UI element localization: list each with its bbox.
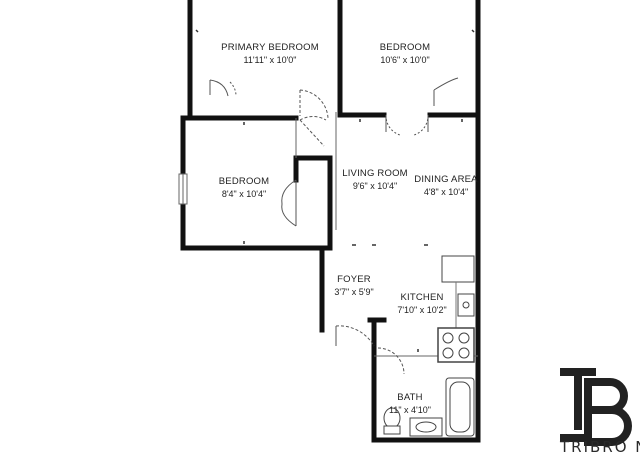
room-name: BATH xyxy=(397,392,423,403)
tribro-logo-icon xyxy=(560,368,632,446)
burner-3 xyxy=(442,347,454,359)
room-dimensions: 9'6" x 10'4" xyxy=(352,181,398,191)
room-label-bath: BATH 11" x 4'10" xyxy=(389,391,431,417)
room-label-bedroom-2: BEDROOM 10'6" x 10'0" xyxy=(380,41,431,67)
room-label-bedroom-3: BEDROOM 8'4" x 10'4" xyxy=(219,175,270,201)
door-bath xyxy=(377,347,405,375)
room-name: BEDROOM xyxy=(379,42,431,53)
door-bed3-closet xyxy=(281,179,297,227)
outlet-ticks xyxy=(195,29,475,352)
door-primary-closet-b xyxy=(229,81,237,97)
room-dimensions: 4'8" x 10'4" xyxy=(423,187,469,197)
door-hall xyxy=(299,116,327,147)
brand-name: TRIBRO NYC xyxy=(560,438,640,456)
walls xyxy=(180,0,481,443)
room-dimensions: 10'6" x 10'0" xyxy=(380,55,430,65)
toilet-tank xyxy=(383,425,401,435)
bathtub-basin xyxy=(449,381,471,433)
burner-2 xyxy=(458,332,470,344)
room-dimensions: 11" x 4'10" xyxy=(389,405,431,415)
door-entry xyxy=(335,325,375,347)
tick xyxy=(471,29,475,33)
room-name: BEDROOM xyxy=(218,176,270,187)
room-name: KITCHEN xyxy=(400,292,444,303)
room-label-foyer: FOYER 3'7" x 5'9" xyxy=(334,273,373,299)
room-label-dining-area: DINING AREA 4'8" x 10'4" xyxy=(414,173,477,199)
logo-t-stem xyxy=(574,368,582,430)
tick xyxy=(195,29,199,33)
vanity-sink xyxy=(415,421,437,433)
door-primary-closet xyxy=(209,79,229,97)
room-dimensions: 3'7" x 5'9" xyxy=(334,287,374,297)
stove xyxy=(437,327,475,363)
bath-fixtures xyxy=(383,377,475,437)
doors xyxy=(209,77,459,375)
refrigerator xyxy=(441,255,475,283)
room-name: LIVING ROOM xyxy=(342,168,408,179)
room-name: PRIMARY BEDROOM xyxy=(221,42,319,53)
door-bed2-closet xyxy=(433,77,459,106)
room-dimensions: 7'10" x 10'2" xyxy=(397,305,447,315)
burner-4 xyxy=(458,347,470,359)
door-bed2-double xyxy=(385,114,429,136)
room-label-kitchen: KITCHEN 7'10" x 10'2" xyxy=(397,291,446,317)
room-dimensions: 8'4" x 10'4" xyxy=(221,189,267,199)
room-name: FOYER xyxy=(337,274,371,285)
room-name: DINING AREA xyxy=(414,174,478,185)
door-primary-entry xyxy=(299,89,329,119)
room-label-primary-bedroom: PRIMARY BEDROOM 11'11" x 10'0" xyxy=(221,41,319,67)
logo-base xyxy=(560,434,590,442)
room-label-living-room: LIVING ROOM 9'6" x 10'4" xyxy=(342,167,408,193)
kitchen-fixtures xyxy=(437,255,475,363)
burner-1 xyxy=(442,332,454,344)
logo-b xyxy=(584,378,632,446)
room-dimensions: 11'11" x 10'0" xyxy=(243,55,297,65)
sink-drain xyxy=(462,301,470,309)
